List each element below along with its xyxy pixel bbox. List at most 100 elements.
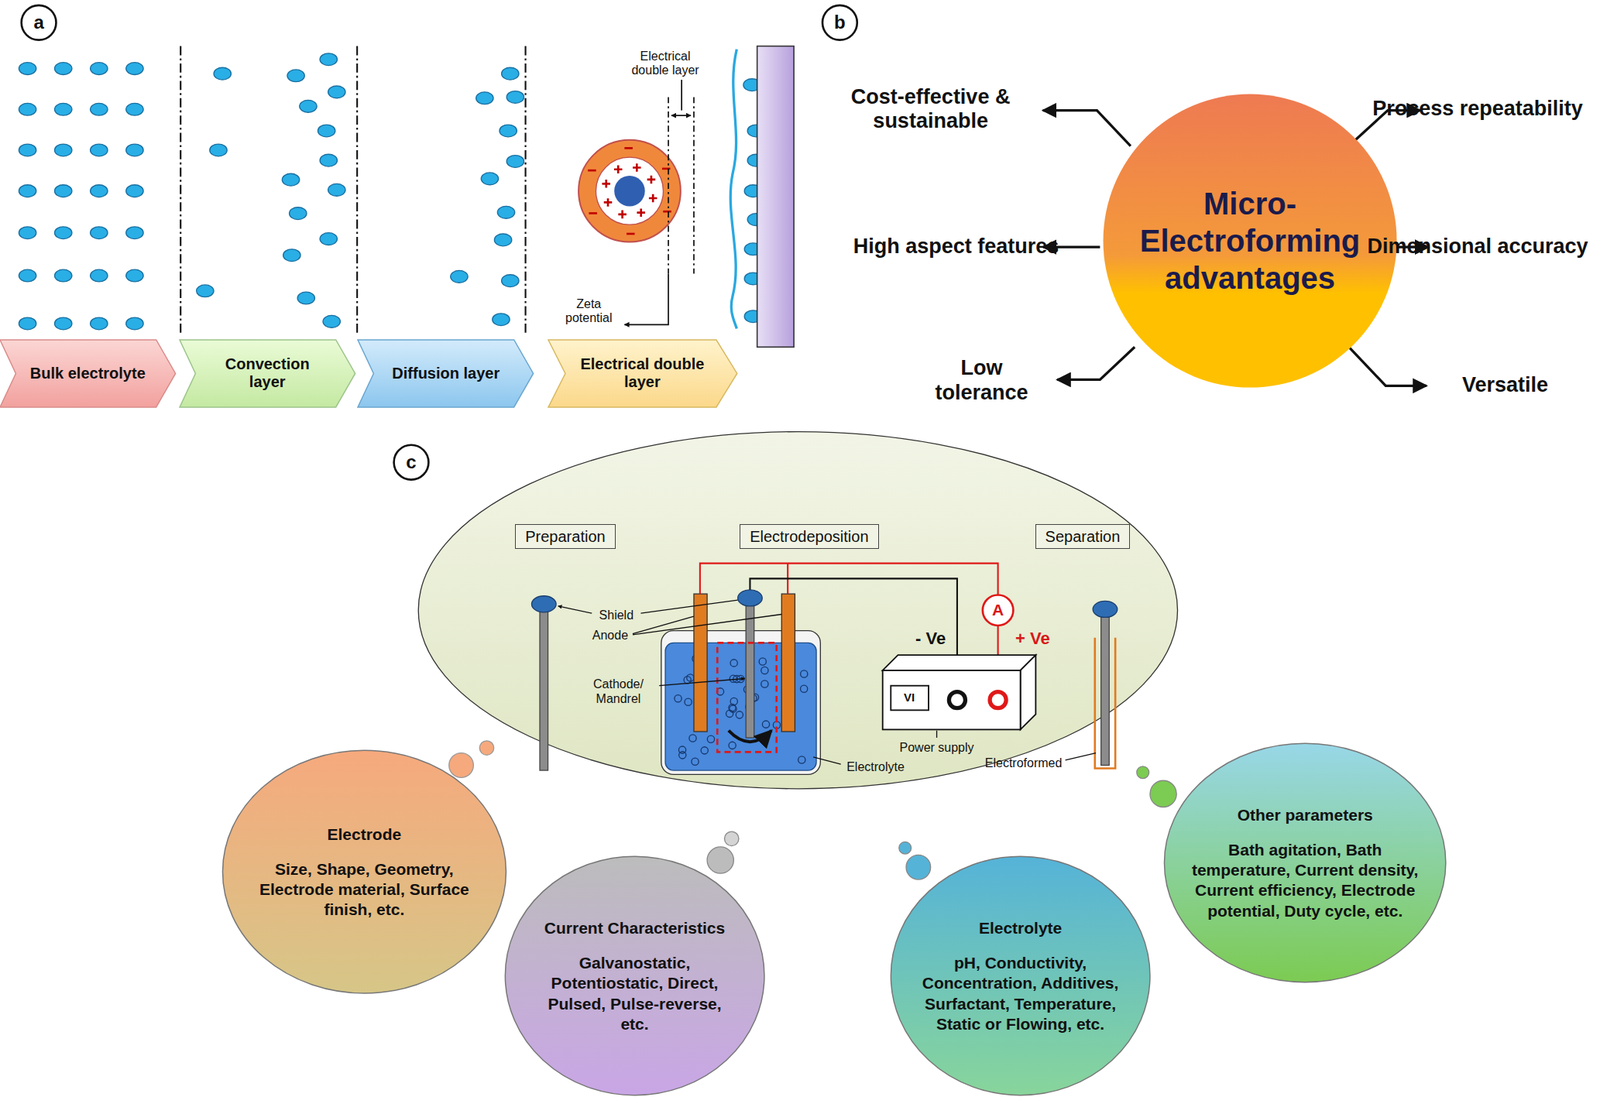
charged-particle	[647, 175, 656, 185]
electrolyte-tank	[728, 741, 736, 749]
node-label: Diffusion layer	[391, 364, 500, 383]
part-label: Electroformed	[985, 755, 1063, 770]
ion-dot	[90, 62, 108, 76]
annotation: Electrical double layer	[621, 48, 709, 78]
power-supply	[882, 670, 1021, 730]
electrolyte-tank	[761, 680, 769, 688]
text-holder: ElectrodeSize, Shape, Geometry, Electrod…	[255, 824, 473, 921]
electrolyte-tank	[730, 697, 738, 705]
power-supply	[890, 686, 929, 711]
mandrel-electroformed	[1092, 600, 1118, 618]
charged-particle	[604, 198, 613, 207]
ion-dot	[90, 226, 108, 240]
charged-particle	[595, 157, 663, 225]
stage-box: Separation	[1035, 524, 1131, 550]
node-label: Preparation	[525, 527, 605, 546]
electrolyte-tank	[674, 695, 682, 703]
ion-dot	[54, 62, 72, 76]
thought-dot	[899, 841, 912, 855]
panel-letter: c	[405, 451, 416, 474]
electrolyte-tank	[800, 685, 808, 693]
electrolyte-tank	[758, 658, 766, 666]
part-label: Power supply	[899, 741, 975, 756]
chevron-outline	[548, 339, 738, 408]
ion-dot	[506, 155, 524, 169]
chevron-outline	[357, 339, 534, 408]
ellipse-outline	[1164, 743, 1446, 982]
mandrel-electroformed	[1095, 638, 1116, 770]
ion-dot	[476, 92, 494, 105]
text-holder: Micro- Electroforming advantages	[1116, 185, 1384, 297]
ion-dot	[126, 226, 144, 240]
ion-dot	[18, 103, 36, 116]
layer-divider	[180, 46, 526, 334]
layer-divider	[356, 46, 358, 334]
ion-dot	[18, 317, 36, 330]
zeta-annotation	[624, 273, 669, 325]
terminal-label: + Ve	[1015, 628, 1051, 649]
power-supply	[948, 692, 965, 709]
annotation: Zeta potential	[555, 296, 622, 326]
advantage-arrow	[1043, 110, 1131, 147]
parameter-bubble: ElectrolytepH, Conductivity, Concentrati…	[889, 855, 1151, 1097]
leader-line	[936, 731, 938, 739]
node-label: Electrodeposition	[749, 527, 869, 546]
mandrel-electroformed	[1092, 600, 1118, 769]
node-label: Convection layer	[206, 355, 330, 392]
mandrel-electroformed	[1101, 612, 1110, 766]
power-supply	[989, 692, 1007, 709]
ion-dot	[299, 99, 317, 113]
charged-particle	[618, 210, 627, 220]
electrolyte-tank	[686, 674, 694, 682]
mandrel-prepared	[539, 607, 549, 771]
ion-dot	[90, 144, 108, 157]
leader-line	[640, 600, 738, 614]
advantage-label: High aspect features	[840, 234, 1073, 259]
node-label: Electrical double layer	[578, 355, 708, 392]
layer-divider	[525, 46, 527, 334]
electrolyte-tank	[700, 747, 708, 755]
part-label: Anode	[592, 628, 629, 643]
ion-dot	[126, 62, 144, 76]
ion-dot	[328, 183, 346, 196]
node-body: pH, Conductivity, Concentration, Additiv…	[916, 953, 1126, 1035]
electrolyte-tank	[679, 751, 687, 759]
node-label: Micro- Electroforming advantages	[1116, 185, 1384, 297]
ion-dot	[319, 53, 337, 66]
layer-chevron: Convection layer	[179, 339, 356, 408]
charged-particle	[626, 233, 636, 236]
layer-chevron: Electrical double layer	[548, 339, 738, 408]
ion-dot	[213, 67, 231, 80]
advantage-label: Versatile	[1462, 374, 1549, 399]
part-label: Cathode/ Mandrel	[583, 677, 653, 707]
layer-divider	[179, 46, 182, 334]
electrode-plate	[757, 46, 794, 348]
panel-letter: b	[834, 11, 846, 34]
electrolyte-tank	[761, 666, 769, 674]
ion-dot	[90, 185, 108, 198]
leader-line	[632, 616, 694, 634]
charged-particle	[662, 210, 672, 213]
leader-line	[659, 678, 746, 686]
advantages-circle: Micro- Electroforming advantages	[1102, 92, 1398, 389]
ion-dot	[209, 144, 227, 157]
thought-dot	[1136, 766, 1150, 780]
ion-dot	[18, 53, 765, 330]
charged-particle	[601, 179, 611, 189]
node-body: Bath agitation, Bath temperature, Curren…	[1191, 840, 1419, 922]
ion-dot	[297, 291, 315, 305]
thought-dot	[1150, 780, 1177, 807]
charged-particle	[578, 140, 681, 243]
ion-dot	[18, 62, 36, 76]
ion-dot	[289, 207, 307, 220]
advantage-label: Cost-effective & sustainable	[814, 85, 1048, 134]
zeta-annotation	[680, 79, 683, 111]
ion-dot	[499, 124, 517, 138]
charged-particle	[648, 194, 658, 203]
text-holder: Other parametersBath agitation, Bath tem…	[1191, 805, 1419, 922]
ion-dot	[54, 185, 72, 198]
chevron-outline	[179, 339, 356, 408]
thought-dot	[479, 741, 494, 756]
electrolyte-tank	[730, 659, 738, 667]
